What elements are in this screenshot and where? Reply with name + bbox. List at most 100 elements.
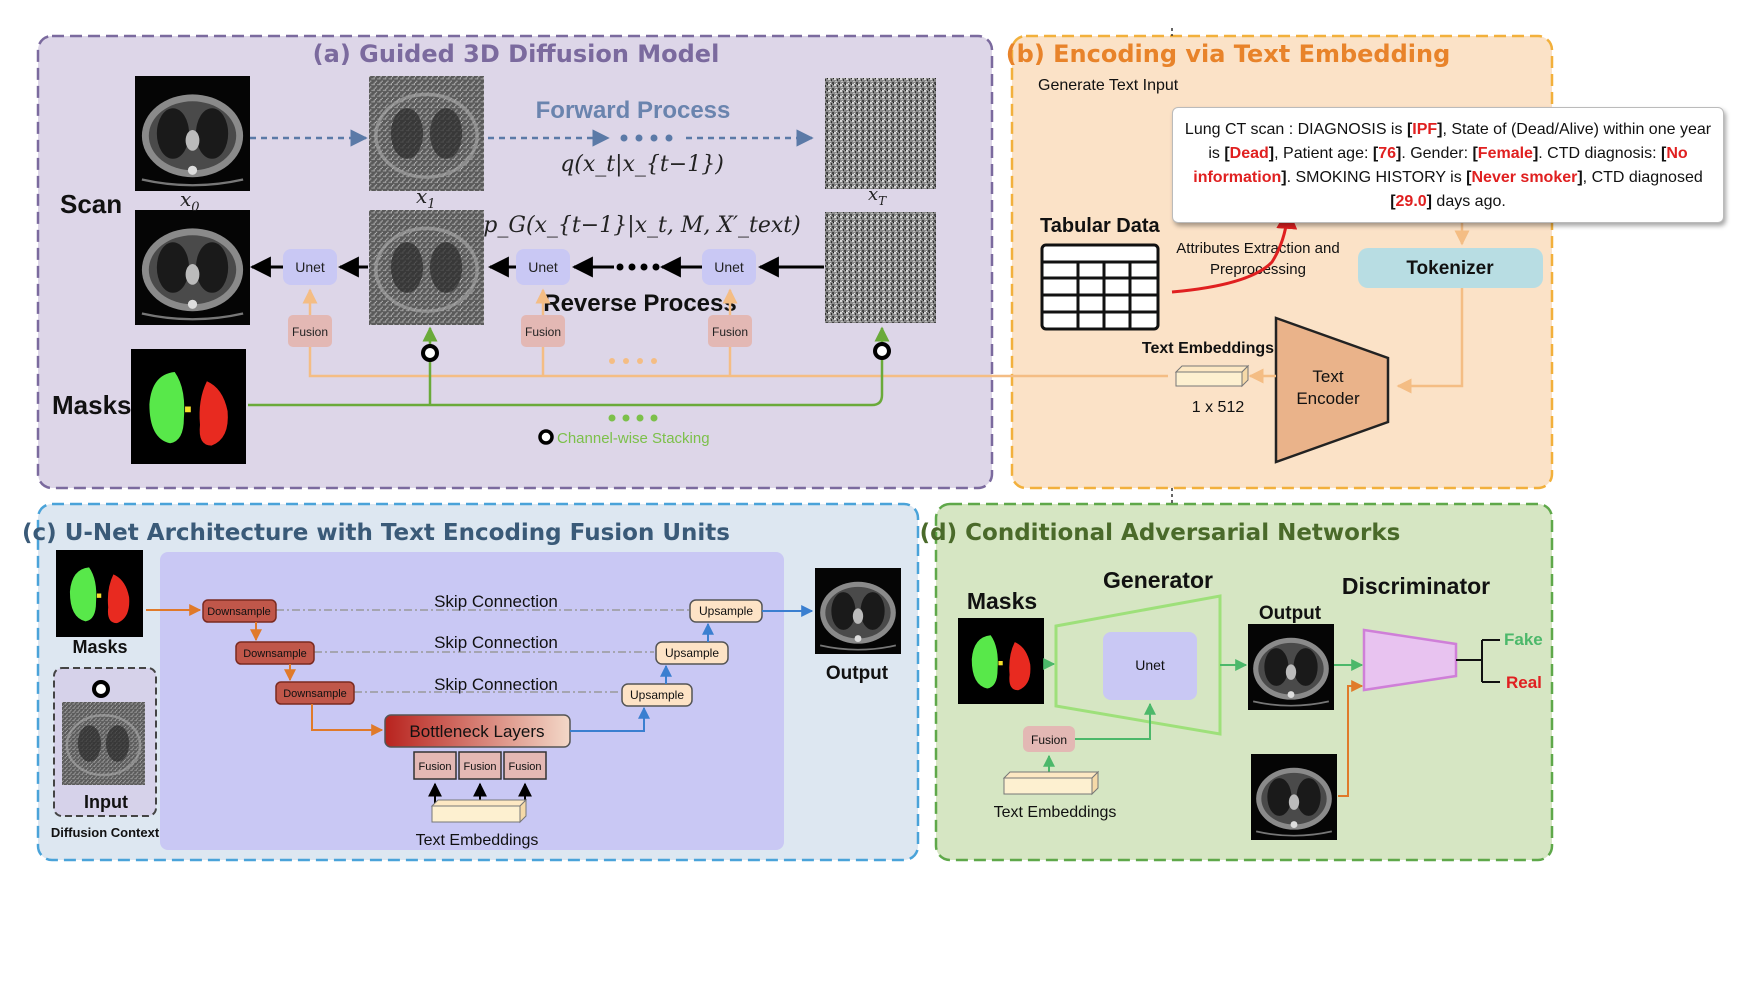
embedding-vector-b bbox=[1174, 364, 1250, 388]
tokenizer-label: Tokenizer bbox=[1406, 258, 1494, 279]
x1-label: x1 bbox=[416, 184, 436, 212]
smoking-value: Never smoker bbox=[1471, 169, 1578, 186]
reverse-process-label: Reverse Process bbox=[543, 290, 736, 317]
gender-value: Female bbox=[1477, 145, 1533, 162]
downsample-3 bbox=[275, 681, 355, 705]
x0-label: x0 bbox=[180, 187, 200, 215]
forward-ellipsis bbox=[620, 134, 673, 142]
panel-b-title: (b) Encoding via Text Embedding bbox=[1006, 40, 1451, 68]
stack-op-1 bbox=[421, 344, 439, 362]
text-segment: . CTD diagnosis: bbox=[1538, 145, 1661, 162]
stacking-legend-label: Channel-wise Stacking bbox=[557, 430, 710, 447]
generator-label: Generator bbox=[1103, 567, 1213, 593]
fake-label: Fake bbox=[1504, 630, 1543, 649]
text-segment: . Gender: bbox=[1401, 145, 1473, 162]
ct-scan-noise bbox=[825, 212, 936, 323]
input-image-c bbox=[60, 700, 147, 787]
reverse-formula: p_G(x_{t−1}|x_t, M, X′_text) bbox=[483, 213, 800, 238]
fusion-c-2: Fusion bbox=[463, 761, 496, 773]
upsample-2 bbox=[655, 641, 729, 665]
stack-op-2 bbox=[873, 342, 891, 360]
real-label: Real bbox=[1506, 673, 1542, 692]
unet-box-1 bbox=[283, 249, 337, 285]
fusion-label-1: Fusion bbox=[292, 325, 328, 339]
fusion-label-3: Fusion bbox=[712, 325, 748, 339]
generator-unet-box bbox=[1103, 632, 1197, 700]
text-encoder-label-1: Text bbox=[1312, 367, 1343, 386]
unet-label-2: Unet bbox=[528, 259, 558, 275]
unet-box-3 bbox=[702, 249, 756, 285]
fusion-label-2: Fusion bbox=[525, 325, 561, 339]
discriminator-label: Discriminator bbox=[1342, 573, 1490, 599]
ct-scan-generated bbox=[133, 208, 252, 327]
skip-connection-3: Skip Connection bbox=[434, 675, 558, 694]
age-value: 76 bbox=[1378, 145, 1396, 162]
embedding-ellipsis bbox=[609, 358, 657, 364]
output-image-d bbox=[1247, 623, 1335, 711]
discriminator-output-branch bbox=[1456, 639, 1500, 683]
fusion-units-c bbox=[413, 751, 547, 780]
real-image-d bbox=[1250, 753, 1338, 841]
forward-formula: q(x_t|x_{t−1}) bbox=[560, 152, 724, 177]
stacking-ellipsis bbox=[608, 414, 658, 422]
panel-c-title: (c) U-Net Architecture with Text Encodin… bbox=[22, 520, 730, 546]
text-encoder-shape bbox=[1274, 316, 1390, 464]
upsample-label-3: Upsample bbox=[630, 688, 684, 702]
embedding-vector-d bbox=[1002, 770, 1100, 796]
ct-scan-x0 bbox=[133, 74, 252, 193]
attr-extraction-label-1: Attributes Extraction and bbox=[1176, 240, 1339, 257]
fusion-box-3 bbox=[708, 315, 752, 347]
text-segment: . SMOKING HISTORY is bbox=[1286, 169, 1467, 186]
ct-scan-xT bbox=[825, 78, 936, 189]
panel-a-title: (a) Guided 3D Diffusion Model bbox=[313, 40, 720, 68]
generate-text-input-label: Generate Text Input bbox=[1038, 77, 1179, 94]
panel-d-title: (d) Conditional Adversarial Networks bbox=[920, 520, 1401, 546]
reverse-ellipsis bbox=[616, 263, 660, 271]
generated-text-input-box: Lung CT scan : DIAGNOSIS is [IPF], State… bbox=[1172, 107, 1724, 223]
input-label-c: Input bbox=[84, 792, 128, 812]
mask-image-c bbox=[56, 550, 143, 637]
ctd-diagnosis-value: No information bbox=[1193, 145, 1688, 186]
scan-label: Scan bbox=[60, 189, 122, 219]
fusion-box-2 bbox=[521, 315, 565, 347]
output-label-d: Output bbox=[1259, 603, 1322, 624]
ctd-days-value: 29.0 bbox=[1395, 193, 1427, 210]
generator-unet-label: Unet bbox=[1135, 657, 1165, 673]
embedding-vector-c bbox=[430, 798, 528, 824]
output-image-c bbox=[814, 567, 902, 655]
skip-connection-1: Skip Connection bbox=[434, 592, 558, 611]
mask-image-d bbox=[958, 618, 1044, 704]
downsample-2 bbox=[235, 641, 315, 665]
text-segment: , CTD diagnosed bbox=[1582, 169, 1703, 186]
fusion-box-1 bbox=[288, 315, 332, 347]
masks-label-c: Masks bbox=[72, 637, 127, 657]
mask-image-a bbox=[131, 349, 246, 464]
downsample-label-1: Downsample bbox=[207, 606, 271, 618]
fusion-label-d: Fusion bbox=[1031, 733, 1067, 747]
fusion-c-3: Fusion bbox=[508, 761, 541, 773]
text-embeddings-label-b: Text Embeddings bbox=[1142, 340, 1274, 357]
embedding-size-label: 1 x 512 bbox=[1192, 399, 1245, 416]
discriminator-shape bbox=[1362, 628, 1458, 692]
state-value: Dead bbox=[1229, 145, 1269, 162]
tabular-data-label: Tabular Data bbox=[1040, 215, 1161, 237]
fusion-c-1: Fusion bbox=[418, 761, 451, 773]
text-segment: , State of (Dead/Alive) within one year … bbox=[1208, 121, 1712, 162]
diagnosis-value: IPF bbox=[1412, 121, 1438, 138]
upsample-label-2: Upsample bbox=[665, 646, 719, 660]
upsample-3 bbox=[621, 683, 693, 707]
diffusion-context-label: Diffusion Context bbox=[51, 825, 160, 840]
skip-connection-2: Skip Connection bbox=[434, 633, 558, 652]
bottleneck-label: Bottleneck Layers bbox=[409, 722, 544, 741]
xT-label: xT bbox=[868, 184, 887, 208]
table-icon bbox=[1040, 243, 1160, 331]
fusion-box-d bbox=[1023, 726, 1075, 752]
downsample-1 bbox=[202, 599, 277, 623]
ct-scan-x1 bbox=[367, 74, 486, 193]
masks-label-d: Masks bbox=[967, 588, 1037, 614]
attr-extraction-label-2: Preprocessing bbox=[1210, 261, 1306, 278]
ct-scan-intermediate bbox=[367, 208, 486, 327]
unet-architecture-area bbox=[160, 552, 784, 850]
